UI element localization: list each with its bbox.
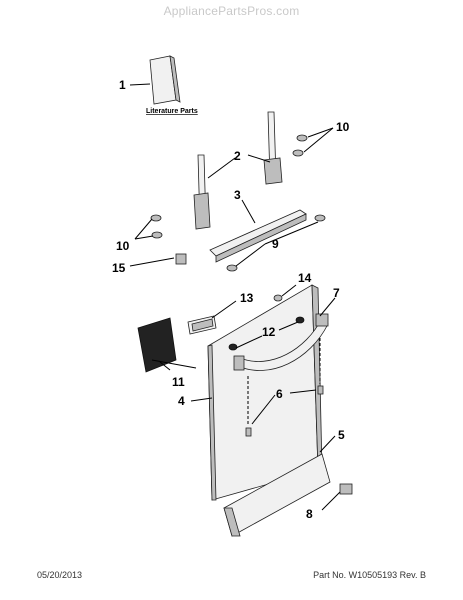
vent-insert[interactable]	[187, 315, 217, 335]
callout-2: 2	[234, 149, 241, 163]
insulation-pad[interactable]	[137, 317, 177, 373]
kick-plate-connector[interactable]	[339, 483, 353, 495]
leader-13	[281, 284, 297, 297]
callout-14: 13	[240, 291, 254, 305]
callout-9: 9	[272, 237, 279, 251]
leader-11b	[159, 361, 171, 371]
leader-2a	[247, 154, 271, 163]
callout-1: 1	[119, 78, 126, 92]
hinge-bracket-right[interactable]	[263, 111, 283, 185]
callout-15: 15	[112, 261, 126, 275]
screws-left[interactable]	[150, 214, 163, 239]
callout-6: 6	[276, 387, 283, 401]
rail-screw-left[interactable]	[226, 264, 238, 272]
literature-booklet[interactable]	[149, 55, 181, 105]
leader-12b	[235, 335, 263, 349]
leader-14	[211, 300, 237, 319]
footer-part-info: Part No. W10505193 Rev. B	[313, 570, 426, 580]
leader-3	[241, 199, 256, 224]
door-clip[interactable]	[175, 253, 187, 265]
footer-date: 05/20/2013	[37, 570, 83, 580]
leader-11a	[151, 359, 197, 369]
leader-7	[319, 297, 336, 317]
toe-kick-plate[interactable]	[223, 453, 331, 537]
leader-1	[129, 83, 151, 86]
callout-10b: 10	[116, 239, 130, 253]
door-handle[interactable]	[233, 313, 329, 371]
callout-8: 8	[306, 507, 313, 521]
hinge-bracket-left[interactable]	[193, 154, 211, 230]
handle-screws[interactable]	[245, 338, 324, 437]
callout-12: 12	[262, 325, 276, 339]
leader-8	[321, 491, 341, 511]
leader-5	[319, 435, 336, 453]
panel-screw[interactable]	[273, 294, 283, 302]
leader-6a	[251, 394, 276, 425]
literature-parts-label: Literature Parts	[146, 108, 198, 115]
leader-6b	[289, 389, 317, 394]
door-vent-rail[interactable]	[209, 209, 307, 263]
leader-10c	[134, 218, 153, 240]
callout-11: 11	[172, 375, 185, 389]
leader-2b	[207, 157, 236, 179]
rail-screw-right[interactable]	[314, 214, 326, 222]
callout-13: 14	[298, 271, 312, 285]
leader-9b	[235, 243, 266, 267]
leader-12a	[278, 321, 299, 331]
callout-3: 3	[234, 188, 241, 202]
leader-10a	[307, 127, 334, 138]
watermark: AppliancePartsPros.com	[163, 4, 300, 18]
leader-10d	[134, 235, 154, 240]
callout-10a: 10	[336, 120, 350, 134]
leader-15	[129, 257, 175, 267]
leader-9a	[264, 221, 319, 245]
callout-5: 5	[338, 428, 345, 442]
callout-4: 4	[178, 394, 185, 408]
leader-4	[190, 397, 213, 402]
callout-7: 7	[333, 286, 340, 300]
leader-10b	[303, 127, 334, 153]
screws-top-right[interactable]	[292, 134, 308, 157]
